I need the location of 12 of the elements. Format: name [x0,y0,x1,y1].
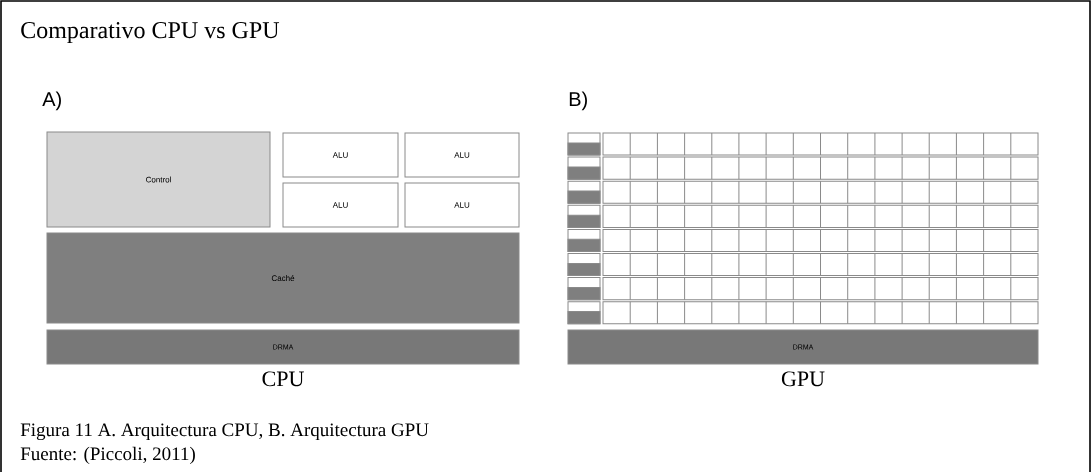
alu-box: ALU [282,132,399,178]
control-box: Control [46,131,271,228]
alu-box: ALU [404,182,520,228]
caption: Figura 11 A. Arquitectura CPU, B. Arquitectura GPU [20,423,429,441]
cache-box: Caché [46,232,520,324]
source-note: Fuente: (Piccoli, 2011) [20,446,195,465]
alu-box: ALU [404,132,520,178]
panel-caption: CPU [262,371,304,387]
panel-label: B) [569,91,587,111]
panel-label: A) [42,91,61,111]
title: Comparativo CPU vs GPU [21,22,280,44]
alu-box: ALU [282,182,399,228]
